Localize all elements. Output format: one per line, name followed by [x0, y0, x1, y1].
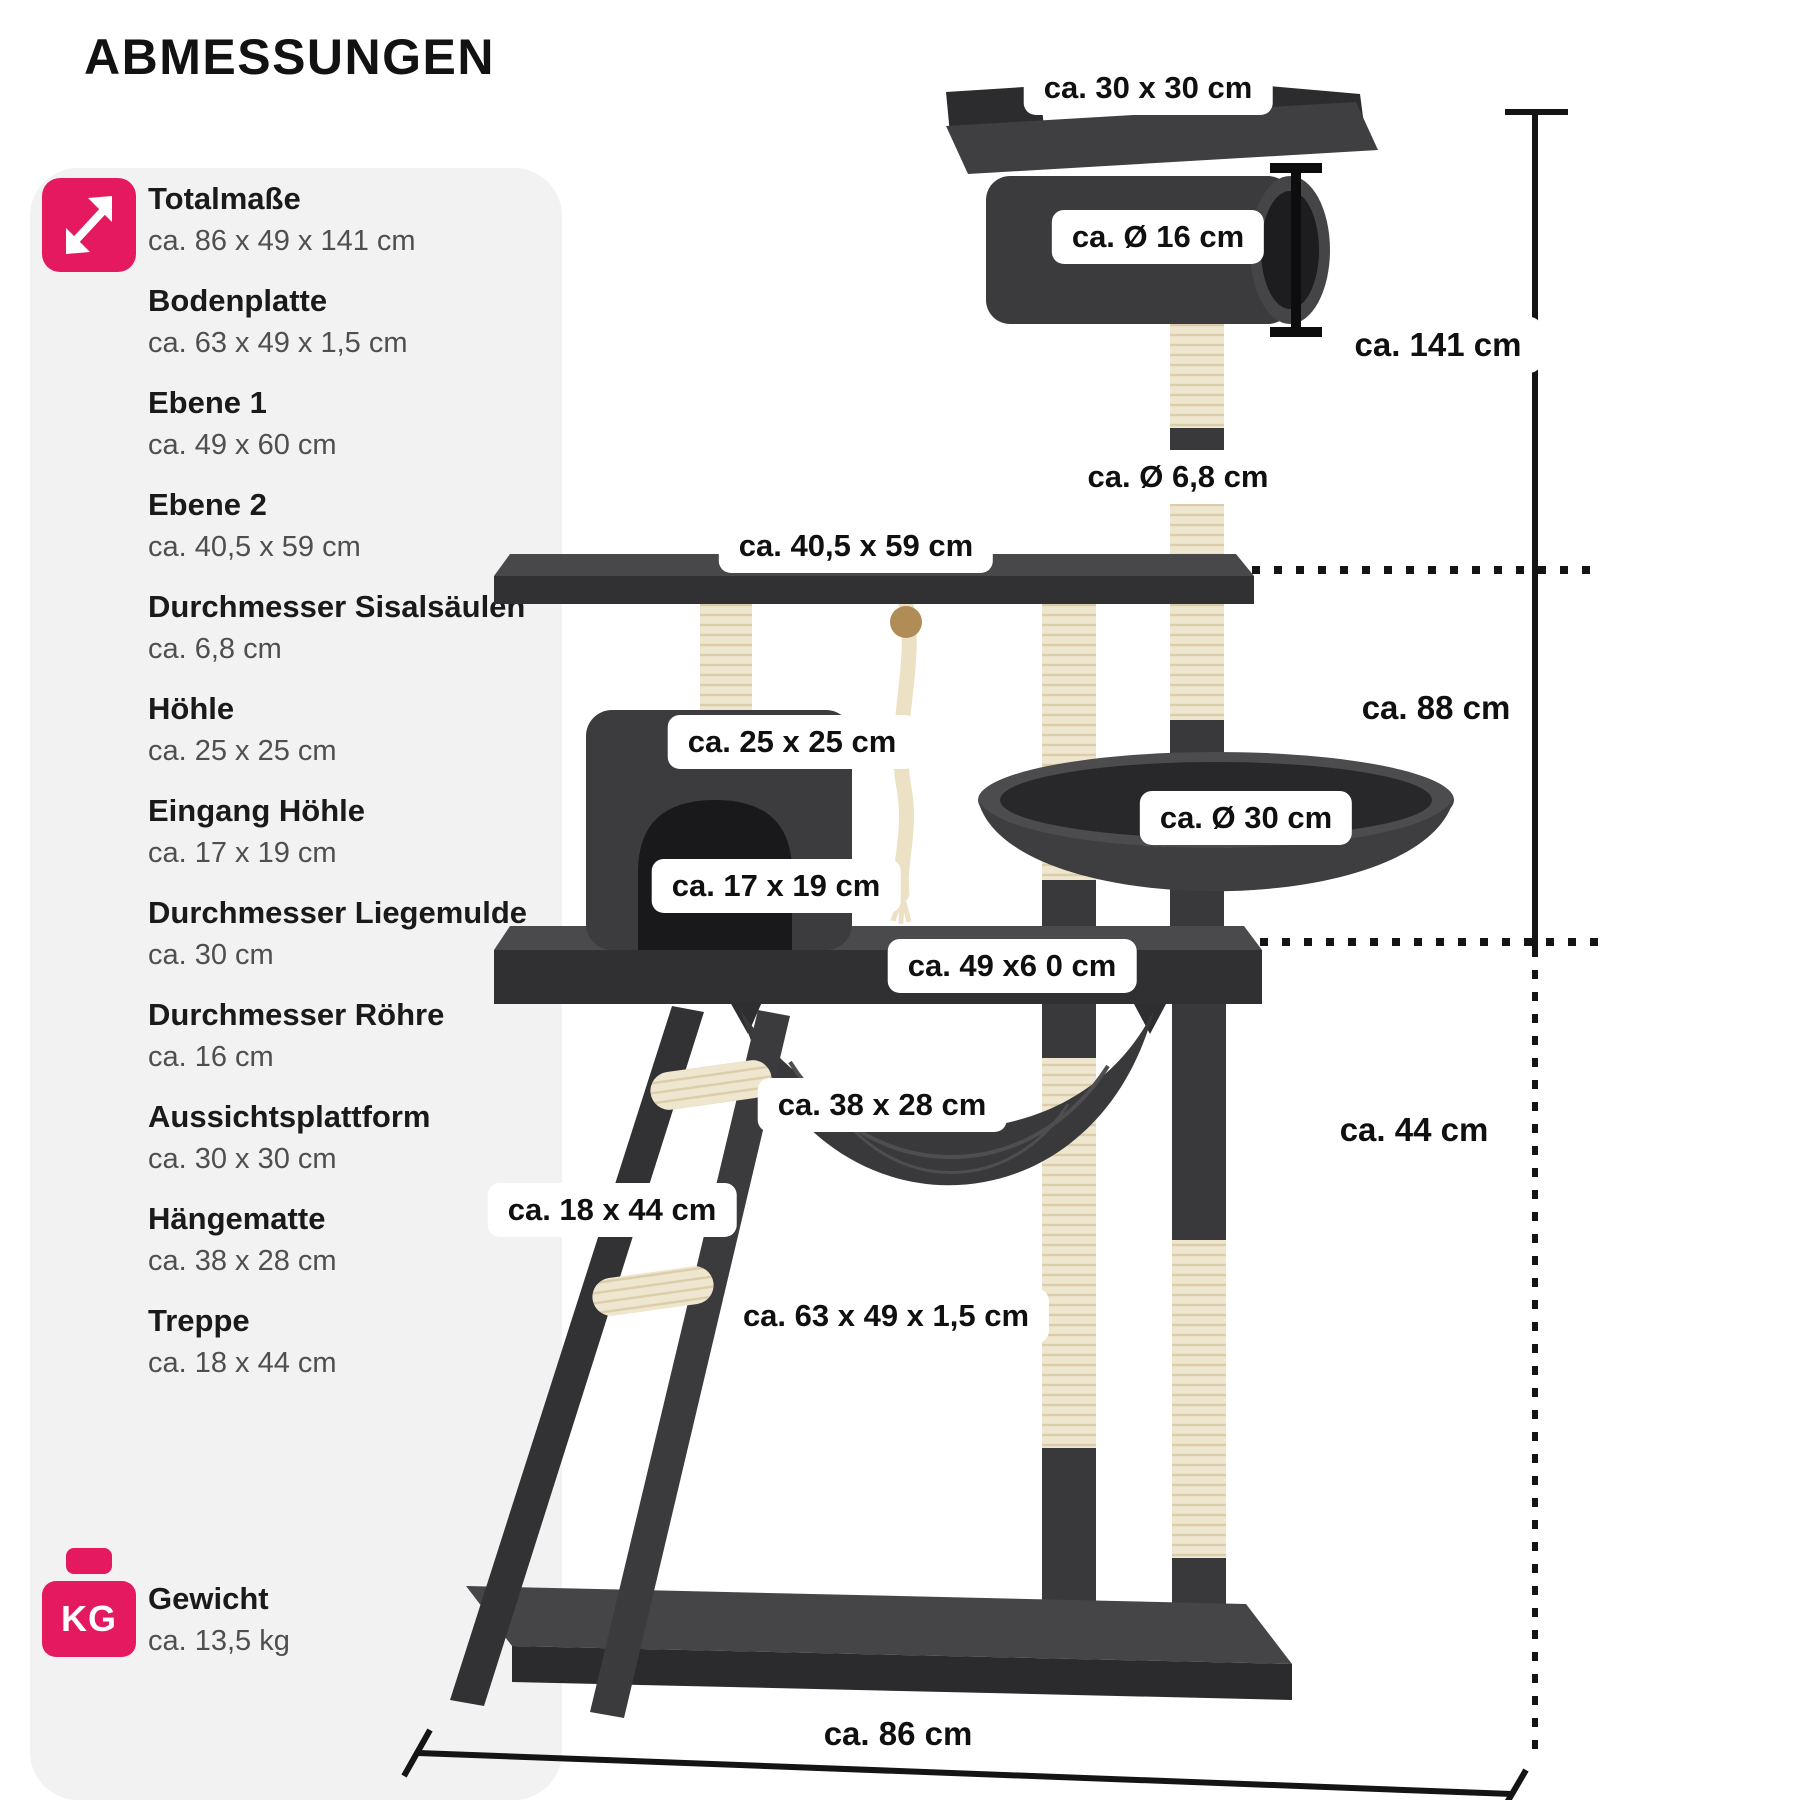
spec-liegemulde: Durchmesser Liegemulde ca. 30 cm: [148, 894, 558, 975]
spec-ebene-2: Ebene 2 ca. 40,5 x 59 cm: [148, 486, 558, 567]
spec-label: Hängematte: [148, 1201, 326, 1236]
spec-label: Totalmaße: [148, 181, 301, 216]
dimension-lines: [401, 109, 1600, 1800]
spec-label: Bodenplatte: [148, 283, 328, 318]
weight-body: KG: [42, 1581, 136, 1657]
spec-gewicht: Gewicht ca. 13,5 kg: [148, 1580, 558, 1661]
spec-value: ca. 30 x 30 cm: [148, 1142, 337, 1175]
diagonal-arrows-glyph: [66, 196, 112, 254]
spec-label: Durchmesser Röhre: [148, 997, 445, 1032]
ladder-rung: [592, 1266, 714, 1316]
spec-bodenplatte: Bodenplatte ca. 63 x 49 x 1,5 cm: [148, 282, 558, 363]
label-cave: ca. 25 x 25 cm: [667, 714, 917, 770]
page-title: ABMESSUNGEN: [84, 29, 495, 85]
spec-value: ca. 86 x 49 x 141 cm: [148, 224, 416, 257]
weight-handle: [66, 1548, 112, 1574]
label-pole-diameter: ca. Ø 6,8 cm: [1067, 449, 1289, 505]
label-tube-diameter: ca. Ø 16 cm: [1051, 209, 1265, 265]
spec-value: ca. 40,5 x 59 cm: [148, 530, 361, 563]
lower-poles: [1042, 1000, 1226, 1620]
spec-eingang-hoehle: Eingang Höhle ca. 17 x 19 cm: [148, 792, 558, 873]
spec-label: Ebene 2: [148, 487, 267, 522]
label-stairs: ca. 18 x 44 cm: [487, 1182, 737, 1238]
spec-label: Durchmesser Sisalsäulen: [148, 589, 526, 624]
spec-ebene-1: Ebene 1 ca. 49 x 60 cm: [148, 384, 558, 465]
label-level2: ca. 40,5 x 59 cm: [718, 518, 994, 574]
spec-label: Höhle: [148, 691, 235, 726]
spec-value: ca. 6,8 cm: [148, 632, 282, 665]
tube-diameter-bracket: [1270, 163, 1322, 337]
spec-label: Eingang Höhle: [148, 793, 365, 828]
spec-treppe: Treppe ca. 18 x 44 cm: [148, 1302, 558, 1383]
lookout-platform: [946, 86, 1378, 174]
spec-value: ca. 63 x 49 x 1,5 cm: [148, 326, 408, 359]
spec-haengematte: Hängematte ca. 38 x 28 cm: [148, 1200, 558, 1281]
spec-value: ca. 38 x 28 cm: [148, 1244, 337, 1277]
base-plate: [466, 1586, 1292, 1700]
spec-value: ca. 18 x 44 cm: [148, 1346, 337, 1379]
spec-label: Durchmesser Liegemulde: [148, 895, 528, 930]
label-hammock: ca. 38 x 28 cm: [757, 1077, 1007, 1133]
label-base-plate: ca. 63 x 49 x 1,5 cm: [722, 1288, 1050, 1344]
spec-roehre: Durchmesser Röhre ca. 16 cm: [148, 996, 558, 1077]
spec-panel: [30, 168, 562, 1800]
label-top-platform: ca. 30 x 30 cm: [1023, 60, 1273, 116]
label-level1: ca. 49 x6 0 cm: [887, 938, 1137, 994]
spec-value: ca. 25 x 25 cm: [148, 734, 337, 767]
label-total-height: ca. 141 cm: [1334, 316, 1542, 374]
spec-hoehle: Höhle ca. 25 x 25 cm: [148, 690, 558, 771]
spec-value: ca. 13,5 kg: [148, 1624, 290, 1657]
spec-value: ca. 30 cm: [148, 938, 274, 971]
label-height-upper: ca. 88 cm: [1341, 679, 1531, 737]
spec-aussichtsplattform: Aussichtsplattform ca. 30 x 30 cm: [148, 1098, 558, 1179]
weight-kg-icon: KG: [42, 1548, 136, 1657]
spec-value: ca. 16 cm: [148, 1040, 274, 1073]
spec-label: Treppe: [148, 1303, 250, 1338]
spec-value: ca. 49 x 60 cm: [148, 428, 337, 461]
ladder-rung: [650, 1060, 772, 1110]
spec-value: ca. 17 x 19 cm: [148, 836, 337, 869]
label-bowl-diameter: ca. Ø 30 cm: [1139, 790, 1353, 846]
spec-sisalsaeulen: Durchmesser Sisalsäulen ca. 6,8 cm: [148, 588, 558, 669]
spec-totalmasse: Totalmaße ca. 86 x 49 x 141 cm: [148, 180, 558, 261]
spec-label: Gewicht: [148, 1581, 269, 1616]
ladder: [450, 1006, 790, 1718]
label-total-width: ca. 86 cm: [803, 1705, 993, 1763]
label-cave-entrance: ca. 17 x 19 cm: [651, 858, 901, 914]
spec-label: Ebene 1: [148, 385, 267, 420]
spec-label: Aussichtsplattform: [148, 1099, 431, 1134]
upper-pole: [1170, 300, 1224, 570]
label-height-lower: ca. 44 cm: [1319, 1101, 1509, 1159]
diagonal-arrows-icon: [42, 178, 136, 272]
